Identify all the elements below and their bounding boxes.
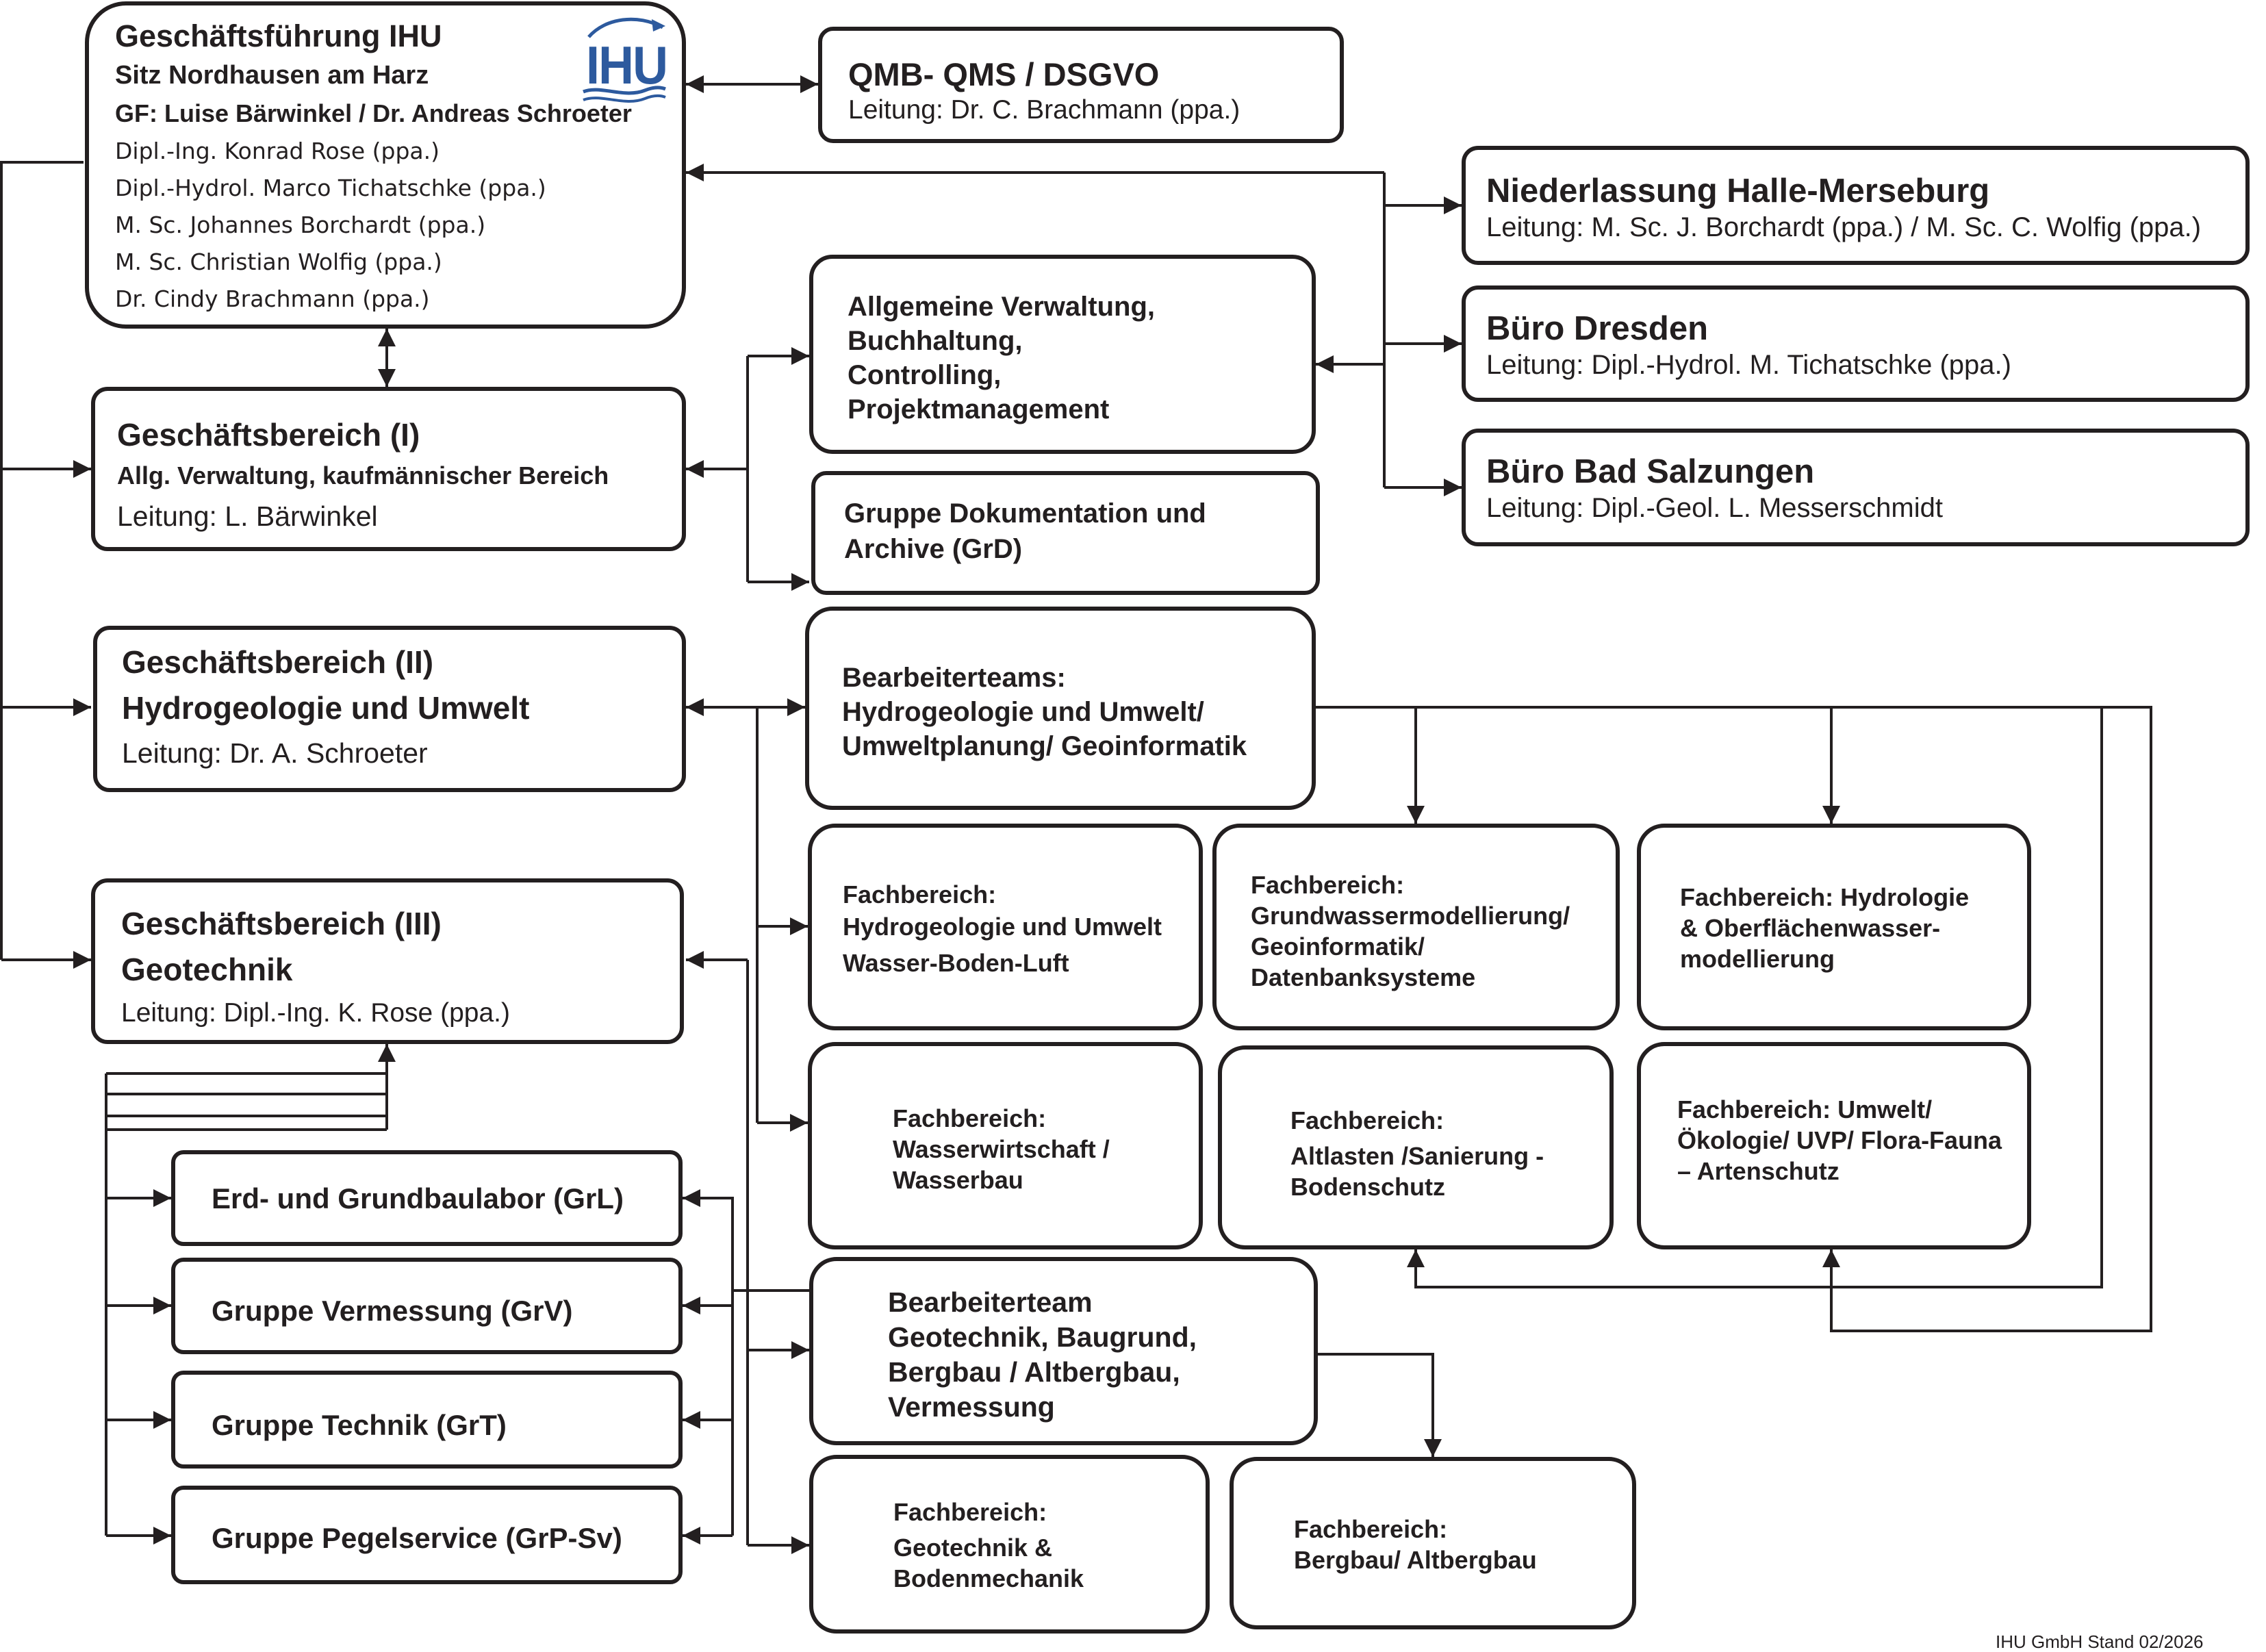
fb-bergbau-line: Fachbereich: <box>1294 1515 1448 1543</box>
grd-line: Gruppe Dokumentation und <box>844 498 1206 529</box>
gb2-area: Hydrogeologie und Umwelt <box>122 690 530 726</box>
box-fb-geotechnik: Fachbereich: Geotechnik & Bodenmechanik <box>809 1455 1210 1634</box>
halle-title: Niederlassung Halle-Merseburg <box>1486 173 1990 209</box>
box-fb-umwelt: Fachbereich: Umwelt/ Ökologie/ UVP/ Flor… <box>1637 1042 2031 1249</box>
box-allgemeine-verwaltung: Allgemeine Verwaltung, Buchhaltung, Cont… <box>809 255 1316 454</box>
salzungen-title: Büro Bad Salzungen <box>1486 453 1815 490</box>
verwaltung-line: Controlling, <box>848 360 1002 390</box>
team-hydro-line: Hydrogeologie und Umwelt/ <box>842 697 1204 727</box>
gb2-title: Geschäftsbereich (II) <box>122 644 434 680</box>
box-fb-hydrologie: Fachbereich: Hydrologie & Oberflächenwas… <box>1637 824 2031 1030</box>
grd-line: Archive (GrD) <box>844 534 1023 564</box>
fb-altlasten-line: Fachbereich: <box>1290 1106 1444 1134</box>
box-geschaeftsfuehrung: Geschäftsführung IHU Sitz Nordhausen am … <box>85 1 686 329</box>
team-hydro-line: Bearbeiterteams: <box>842 663 1066 693</box>
ihu-logo-icon: IHU <box>570 11 672 107</box>
gb3-lead: Leitung: Dipl.-Ing. K. Rose (ppa.) <box>121 998 510 1028</box>
fb-wasser-line: Fachbereich: <box>893 1104 1047 1132</box>
verwaltung-line: Buchhaltung, <box>848 326 1023 356</box>
gf-person: Dipl.-Ing. Konrad Rose (ppa.) <box>115 138 440 164</box>
fb-umwelt-line: Ökologie/ UVP/ Flora-Fauna <box>1677 1126 2002 1154</box>
verwaltung-line: Allgemeine Verwaltung, <box>848 292 1156 322</box>
grv-label: Gruppe Vermessung (GrV) <box>212 1295 573 1327</box>
gf-person: M. Sc. Johannes Borchardt (ppa.) <box>115 212 486 238</box>
gf-managers: GF: Luise Bärwinkel / Dr. Andreas Schroe… <box>115 99 632 127</box>
grp-label: Gruppe Pegelservice (GrP-Sv) <box>212 1522 622 1554</box>
gf-location: Sitz Nordhausen am Harz <box>115 61 429 90</box>
fb-hydrologie-line: Fachbereich: Hydrologie <box>1680 883 1970 911</box>
qmb-title: QMB- QMS / DSGVO <box>848 56 1160 92</box>
box-bearbeiterteam-geotechnik: Bearbeiterteam Geotechnik, Baugrund, Ber… <box>809 1257 1318 1445</box>
box-buero-bad-salzungen: Büro Bad Salzungen Leitung: Dipl.-Geol. … <box>1462 429 2250 546</box>
fb-hydro-line: Wasser-Boden-Luft <box>843 949 1069 977</box>
fb-umwelt-line: Fachbereich: Umwelt/ <box>1677 1095 1933 1123</box>
box-geschaeftsbereich-2: Geschäftsbereich (II) Hydrogeologie und … <box>93 626 686 792</box>
dresden-title: Büro Dresden <box>1486 310 1709 347</box>
box-erd-grundbaulabor: Erd- und Grundbaulabor (GrL) <box>171 1150 683 1246</box>
fb-hydro-line: Fachbereich: <box>843 880 997 908</box>
fb-gw-line: Datenbanksysteme <box>1251 963 1476 991</box>
gf-person: M. Sc. Christian Wolfig (ppa.) <box>115 249 442 275</box>
team-geo-line: Geotechnik, Baugrund, <box>888 1321 1197 1353</box>
fb-hydro-line: Hydrogeologie und Umwelt <box>843 913 1162 941</box>
gb3-title: Geschäftsbereich (III) <box>121 906 442 941</box>
fb-geotechnik-line: Geotechnik & <box>893 1534 1053 1562</box>
fb-altlasten-line: Altlasten /Sanierung - <box>1290 1142 1544 1170</box>
salzungen-lead: Leitung: Dipl.-Geol. L. Messerschmidt <box>1486 493 1943 523</box>
fb-wasser-line: Wasserwirtschaft / <box>893 1135 1110 1163</box>
footer-stand: IHU GmbH Stand 02/2026 <box>1996 1631 2204 1652</box>
team-geo-line: Bergbau / Altbergbau, <box>888 1356 1180 1388</box>
gb1-title: Geschäftsbereich (I) <box>117 417 420 453</box>
fb-hydrologie-line: & Oberflächenwasser- <box>1680 914 1941 942</box>
box-fb-grundwassermodellierung: Fachbereich: Grundwassermodellierung/ Ge… <box>1212 824 1620 1030</box>
gf-title: Geschäftsführung IHU <box>115 18 442 53</box>
gb1-lead: Leitung: L. Bärwinkel <box>117 500 378 532</box>
box-gruppe-pegelservice: Gruppe Pegelservice (GrP-Sv) <box>171 1486 683 1584</box>
box-niederlassung-halle: Niederlassung Halle-Merseburg Leitung: M… <box>1462 146 2250 265</box>
box-buero-dresden: Büro Dresden Leitung: Dipl.-Hydrol. M. T… <box>1462 285 2250 402</box>
fb-altlasten-line: Bodenschutz <box>1290 1173 1446 1201</box>
gb1-area: Allg. Verwaltung, kaufmännischer Bereich <box>117 461 609 490</box>
box-fb-wasserwirtschaft: Fachbereich: Wasserwirtschaft / Wasserba… <box>808 1042 1203 1249</box>
gf-person: Dr. Cindy Brachmann (ppa.) <box>115 285 430 312</box>
team-geo-line: Vermessung <box>888 1391 1055 1423</box>
box-gruppe-dokumentation: Gruppe Dokumentation und Archive (GrD) <box>811 471 1320 595</box>
box-qmb: QMB- QMS / DSGVO Leitung: Dr. C. Brachma… <box>818 27 1344 143</box>
fb-umwelt-line: – Artenschutz <box>1677 1157 1839 1185</box>
grt-label: Gruppe Technik (GrT) <box>212 1409 507 1441</box>
fb-bergbau-line: Bergbau/ Altbergbau <box>1294 1546 1537 1574</box>
fb-hydrologie-line: modellierung <box>1680 945 1835 973</box>
fb-wasser-line: Wasserbau <box>893 1166 1023 1194</box>
qmb-lead: Leitung: Dr. C. Brachmann (ppa.) <box>848 95 1240 125</box>
ihu-logo-text: IHU <box>586 35 668 95</box>
fb-gw-line: Fachbereich: <box>1251 871 1405 899</box>
box-geschaeftsbereich-1: Geschäftsbereich (I) Allg. Verwaltung, k… <box>91 387 686 551</box>
verwaltung-line: Projektmanagement <box>848 394 1110 424</box>
fb-gw-line: Geoinformatik/ <box>1251 932 1425 961</box>
fb-geotechnik-line: Fachbereich: <box>893 1498 1047 1526</box>
box-gruppe-technik: Gruppe Technik (GrT) <box>171 1371 683 1469</box>
gb3-area: Geotechnik <box>121 952 293 987</box>
halle-lead: Leitung: M. Sc. J. Borchardt (ppa.) / M.… <box>1486 212 2202 242</box>
box-geschaeftsbereich-3: Geschäftsbereich (III) Geotechnik Leitun… <box>91 878 684 1044</box>
box-fb-altlasten: Fachbereich: Altlasten /Sanierung - Bode… <box>1218 1045 1614 1249</box>
team-hydro-line: Umweltplanung/ Geoinformatik <box>842 731 1247 761</box>
box-bearbeiterteams-hydrogeologie: Bearbeiterteams: Hydrogeologie und Umwel… <box>805 607 1316 810</box>
grl-label: Erd- und Grundbaulabor (GrL) <box>212 1182 624 1215</box>
fb-geotechnik-line: Bodenmechanik <box>893 1564 1084 1592</box>
fb-gw-line: Grundwassermodellierung/ <box>1251 902 1570 930</box>
team-geo-line: Bearbeiterteam <box>888 1286 1093 1318</box>
box-fb-hydrogeologie: Fachbereich: Hydrogeologie und Umwelt Wa… <box>808 824 1203 1030</box>
gf-person: Dipl.-Hydrol. Marco Tichatschke (ppa.) <box>115 175 546 201</box>
box-gruppe-vermessung: Gruppe Vermessung (GrV) <box>171 1258 683 1354</box>
dresden-lead: Leitung: Dipl.-Hydrol. M. Tichatschke (p… <box>1486 350 2011 380</box>
box-fb-bergbau: Fachbereich: Bergbau/ Altbergbau <box>1230 1457 1636 1629</box>
gb2-lead: Leitung: Dr. A. Schroeter <box>122 737 428 769</box>
